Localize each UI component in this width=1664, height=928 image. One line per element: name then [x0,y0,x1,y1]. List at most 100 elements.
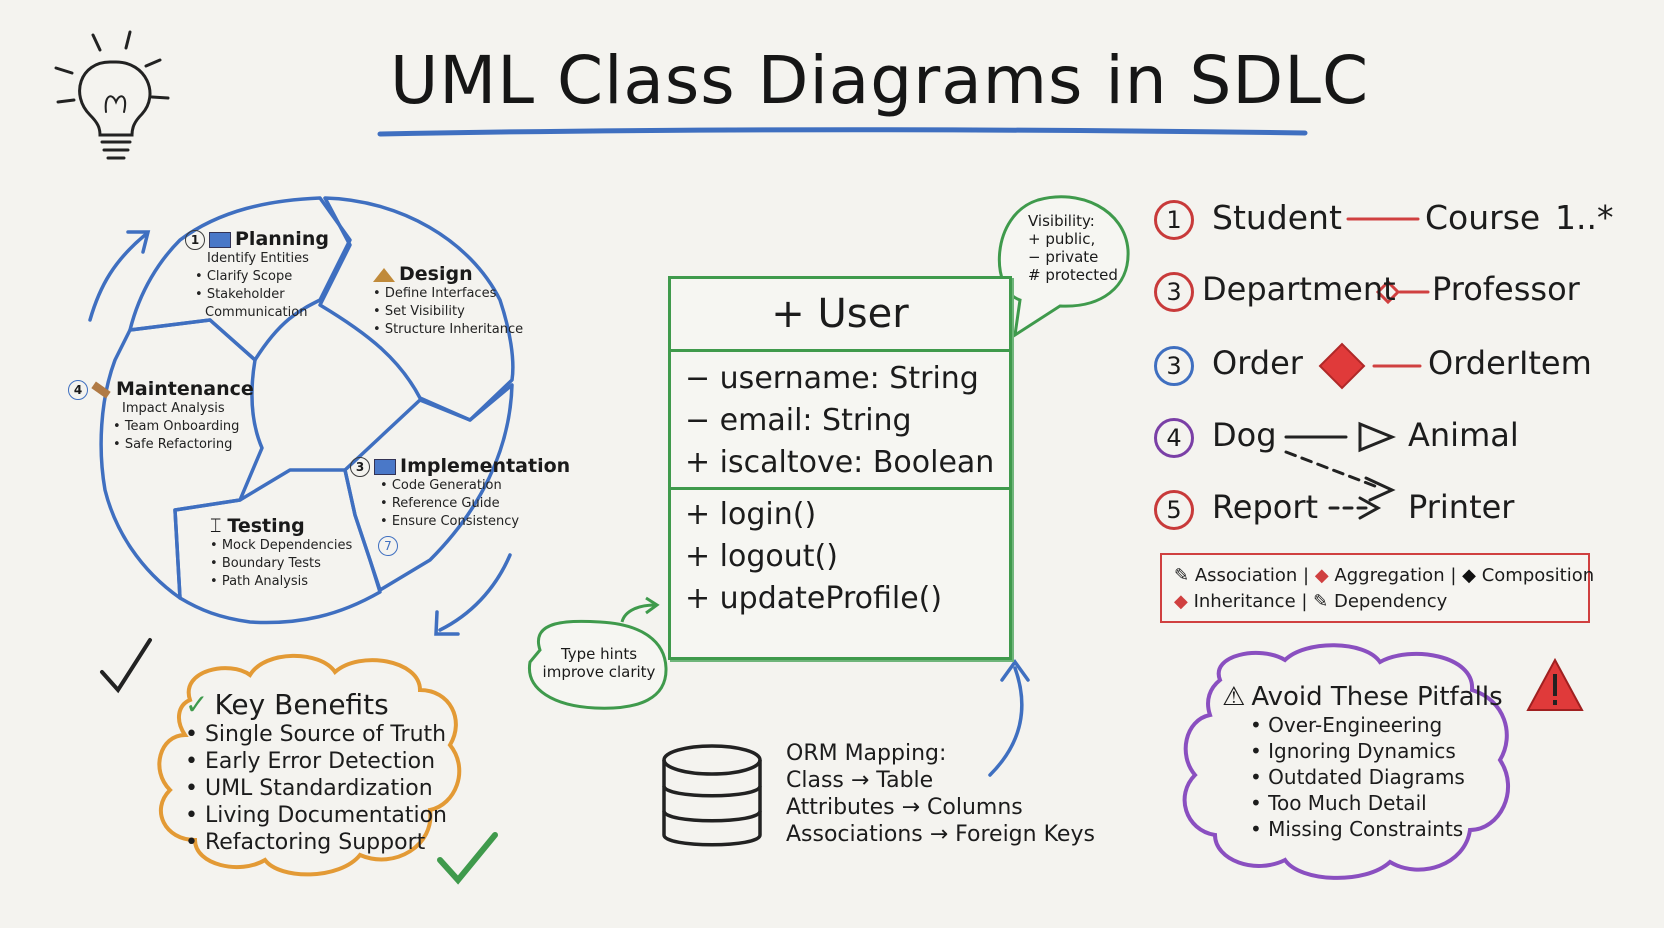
legend-item: Aggregation | [1334,565,1457,586]
note-line: + public, [1028,230,1096,248]
legend-item: Composition [1481,565,1595,586]
phase-item: Identify Entities [207,251,309,266]
pitfalls-heading: ⚠Avoid These Pitfalls [1222,682,1503,712]
relationship-left: Report [1212,488,1319,526]
note-line: improve clarity [542,663,656,681]
phase-item: • Structure Inheritance [373,322,524,337]
phase-item: • Stakeholder [195,287,285,302]
legend-row: ◆ Inheritance | ✎ Dependency [1174,589,1576,615]
phase-badge: 7 [378,535,398,556]
relationship-row: 5 Report Printer [1150,488,1630,532]
phase-title: Planning [235,228,329,250]
relationship-right: OrderItem [1428,344,1592,382]
check-icon: ✓ [185,688,209,721]
filled-diamond-icon: ◆ [1462,565,1476,586]
uml-attribute: − username: String [685,361,979,396]
relationship-number: 5 [1154,490,1194,530]
orm-line: Attributes → Columns [786,795,1023,820]
uml-methods: + login() + logout() + updateProfile() [671,490,1009,620]
phase-item: Impact Analysis [122,401,225,416]
phase-planning: 1 Planning Identify Entities • Clarify Sc… [185,228,329,322]
pitfall-item: • Outdated Diagrams [1250,765,1465,789]
lightbulb-icon [54,30,170,160]
benefit-item: • Early Error Detection [185,749,436,774]
phase-number: 3 [350,456,370,477]
relationship-number: 1 [1154,200,1194,240]
benefit-item: • Refactoring Support [185,830,426,855]
relationship-row: 4 Dog Animal [1150,416,1630,460]
relationship-lines [1284,217,1430,520]
orm-mapping: ORM Mapping: Class → Table Attributes → … [786,740,1095,848]
page-title: UML Class Diagrams in SDLC [390,42,1370,119]
relationship-row: 3 Order OrderItem [1150,344,1630,388]
uml-method: + updateProfile() [685,581,943,616]
relationship-left: Student [1212,198,1342,237]
relationship-right: Professor [1432,270,1580,308]
key-benefits: ✓Key Benefits • Single Source of Truth •… [185,688,447,856]
benefit-item: • Single Source of Truth [185,722,447,747]
relationship-left: Dog [1212,416,1277,454]
phase-item: • Define Interfaces [373,286,497,301]
cycle-arrows [88,230,512,636]
sdlc-cycle-ring [99,196,515,625]
relationship-left: Order [1212,344,1303,382]
legend-item: Association | [1194,565,1310,586]
benefit-item: • Living Documentation [185,803,447,828]
uml-method: + logout() [685,539,838,574]
uml-attributes: − username: String − email: String + isc… [671,352,1009,490]
phase-item: • Safe Refactoring [113,437,233,452]
uml-attribute: + iscaltove: Boolean [685,445,995,480]
phase-item: • Team Onboarding [113,419,240,434]
phase-number: 1 [185,229,205,250]
orm-line: Class → Table [786,768,934,793]
uml-class-box: + User − username: String − email: Strin… [668,276,1012,660]
phase-item: • Mock Dependencies [210,538,353,553]
relationship-number: 3 [1154,346,1194,386]
note-line: # protected [1028,266,1118,284]
relationship-right: Animal [1408,416,1519,454]
phase-item: • Ensure Consistency [380,514,520,529]
orm-line: Associations → Foreign Keys [786,822,1095,847]
pitfalls: ⚠Avoid These Pitfalls • Over-Engineering… [1222,682,1503,842]
orm-arrow [988,659,1030,777]
uml-method: + login() [685,497,817,532]
relationship-multiplicity: 1..* [1555,198,1614,237]
phase-title: Implementation [400,455,571,477]
pitfall-item: • Missing Constraints [1250,817,1464,841]
warning-small-icon: ⚠ [1222,682,1246,712]
green-checkmark-icon [437,832,498,885]
warning-icon [1526,657,1584,711]
pitfall-item: • Too Much Detail [1250,791,1427,815]
orm-line: ORM Mapping: [786,741,947,766]
phase-number: 4 [68,379,88,400]
uml-attribute: − email: String [685,403,912,438]
type-hints-note: Type hints improve clarity [535,645,663,681]
legend-row: ✎ Association | ◆ Aggregation | ◆ Compos… [1174,563,1594,589]
relationship-left: Department [1202,270,1396,308]
diamond-icon: ◆ [1174,591,1188,612]
relationship-right: Printer [1408,488,1515,526]
phase-item: • Path Analysis [210,574,309,589]
phase-item: • Boundary Tests [210,556,321,571]
note-line: Visibility: [1028,212,1095,230]
phase-design: Design • Define Interfaces • Set Visibil… [373,263,523,339]
calendar-icon [209,231,231,248]
pitfalls-cloud [1182,643,1511,880]
relationship-number: 4 [1154,418,1194,458]
uml-class-name: + User [671,279,1009,352]
benefit-item: • UML Standardization [185,776,433,801]
legend-item: Dependency [1334,591,1448,612]
pencil-icon: ✎ [1174,565,1190,586]
database-icon [662,744,762,847]
relationship-legend: ✎ Association | ◆ Aggregation | ◆ Compos… [1160,553,1594,623]
wrench-icon [91,381,111,398]
pitfall-item: • Ignoring Dynamics [1250,739,1456,763]
phase-item: Communication [205,305,308,320]
phase-item: • Clarify Scope [195,269,293,284]
phase-item: • Set Visibility [373,304,465,319]
test-tube-icon: ⌶ [210,515,222,537]
note-line: − private [1028,248,1099,266]
